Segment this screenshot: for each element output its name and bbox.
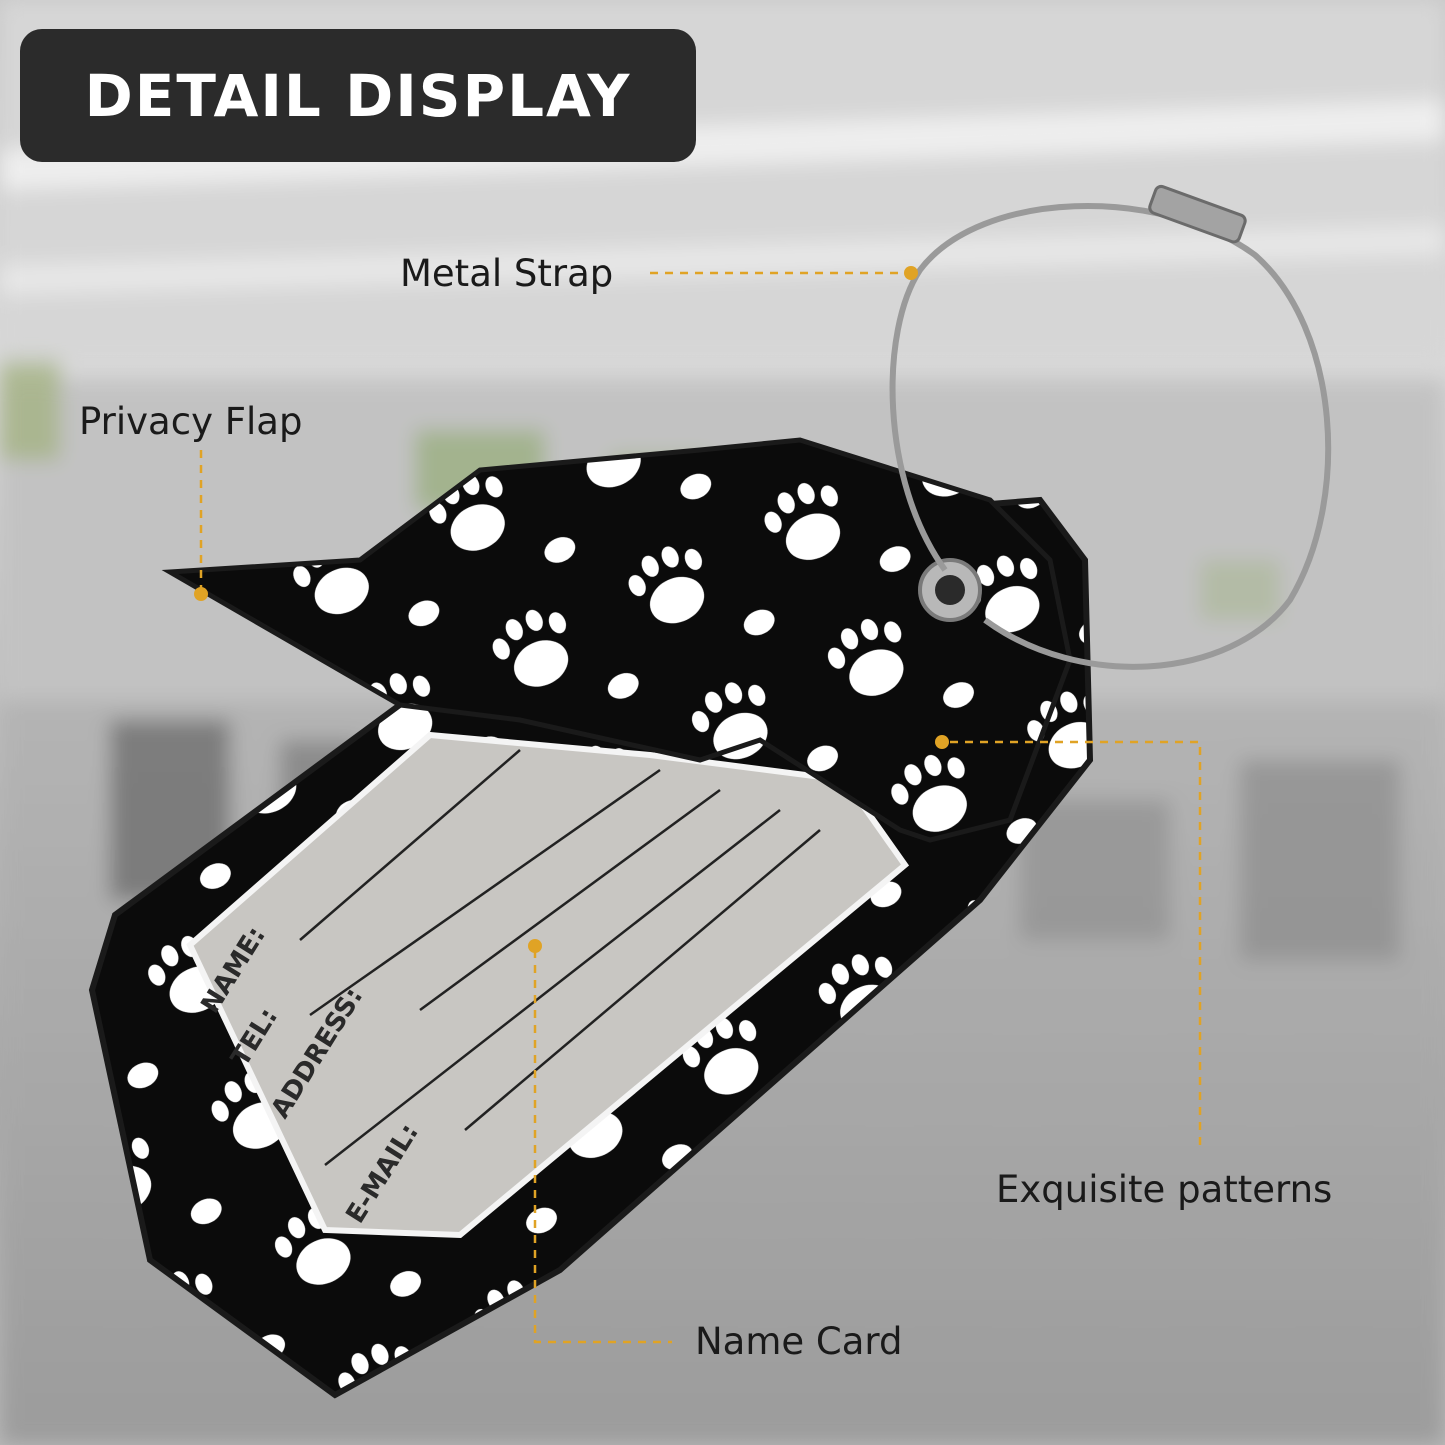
metal-strap bbox=[889, 203, 1332, 670]
callout-metal-strap: Metal Strap bbox=[400, 252, 614, 295]
callout-dot-privacy-flap bbox=[194, 587, 208, 601]
title-banner: DETAIL DISPLAY bbox=[20, 29, 696, 162]
callout-dots bbox=[194, 266, 949, 953]
privacy-flap bbox=[161, 437, 1073, 843]
strap-screw-lock bbox=[1148, 184, 1247, 244]
callout-name-card: Name Card bbox=[695, 1320, 903, 1363]
callout-dot-patterns bbox=[935, 735, 949, 749]
callout-exquisite-patterns: Exquisite patterns bbox=[996, 1168, 1333, 1211]
callout-leaders bbox=[199, 271, 1202, 1344]
callout-privacy-flap: Privacy Flap bbox=[79, 400, 303, 443]
grommet bbox=[918, 558, 982, 622]
page-title: DETAIL DISPLAY bbox=[84, 61, 632, 130]
callout-dot-name-card bbox=[528, 939, 542, 953]
callout-dot-metal-strap bbox=[904, 266, 918, 280]
